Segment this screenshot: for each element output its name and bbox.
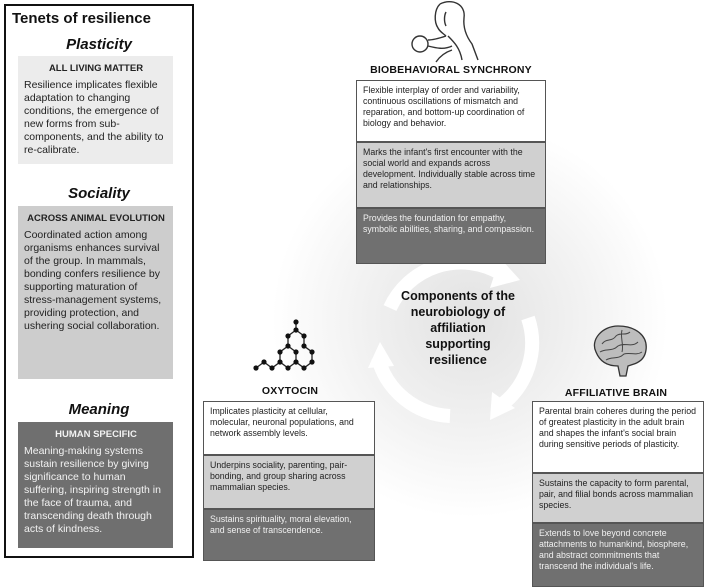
- cycle-arrows-icon: [368, 255, 540, 423]
- oxytocin-molecule-icon: [253, 319, 315, 371]
- tenets-title: Tenets of resilience: [12, 10, 151, 27]
- brain-title: AFFILIATIVE BRAIN: [564, 387, 668, 399]
- oxytocin-cell-3: Sustains spirituality, moral elevation, …: [203, 509, 375, 561]
- plasticity-heading: Plasticity: [66, 36, 132, 53]
- oxytocin-stack: Implicates plasticity at cellular, molec…: [203, 401, 375, 561]
- biobehavioral-stack: Flexible interplay of order and variabil…: [356, 80, 546, 264]
- plasticity-subheading: ALL LIVING MATTER: [48, 63, 144, 74]
- oxytocin-cell-1: Implicates plasticity at cellular, molec…: [203, 401, 375, 455]
- sociality-subheading: ACROSS ANIMAL EVOLUTION: [27, 213, 165, 224]
- brain-cell-2: Sustains the capacity to form parental, …: [532, 473, 704, 523]
- oxytocin-cell-2: Underpins sociality, parenting, pair-bon…: [203, 455, 375, 509]
- brain-cell-1: Parental brain coheres during the period…: [532, 401, 704, 473]
- sociality-heading: Sociality: [68, 185, 130, 202]
- meaning-box: HUMAN SPECIFIC Meaning-making systems su…: [18, 422, 173, 548]
- meaning-subheading: HUMAN SPECIFIC: [55, 429, 137, 440]
- meaning-text: Meaning-making systems sustain resilienc…: [24, 445, 161, 535]
- sociality-text: Coordinated action among organisms enhan…: [24, 229, 162, 332]
- brain-cell-3: Extends to love beyond concrete attachme…: [532, 523, 704, 587]
- plasticity-text: Resilience implicates flexible adaptatio…: [24, 79, 164, 156]
- meaning-heading: Meaning: [68, 401, 130, 418]
- sociality-box: ACROSS ANIMAL EVOLUTION Coordinated acti…: [18, 206, 173, 379]
- biobehavioral-title: BIOBEHAVIORAL SYNCHRONY: [370, 64, 532, 76]
- oxytocin-title: OXYTOCIN: [261, 385, 319, 397]
- biobehavioral-cell-3: Provides the foundation for empathy, sym…: [356, 208, 546, 264]
- brain-stack: Parental brain coheres during the period…: [532, 401, 704, 587]
- center-label: Components of the neurobiology of affili…: [401, 289, 515, 367]
- plasticity-box: ALL LIVING MATTER Resilience implicates …: [18, 56, 173, 164]
- brain-icon: [593, 325, 647, 377]
- biobehavioral-cell-1: Flexible interplay of order and variabil…: [356, 80, 546, 142]
- biobehavioral-cell-2: Marks the infant's first encounter with …: [356, 142, 546, 208]
- mother-infant-icon: [411, 0, 479, 63]
